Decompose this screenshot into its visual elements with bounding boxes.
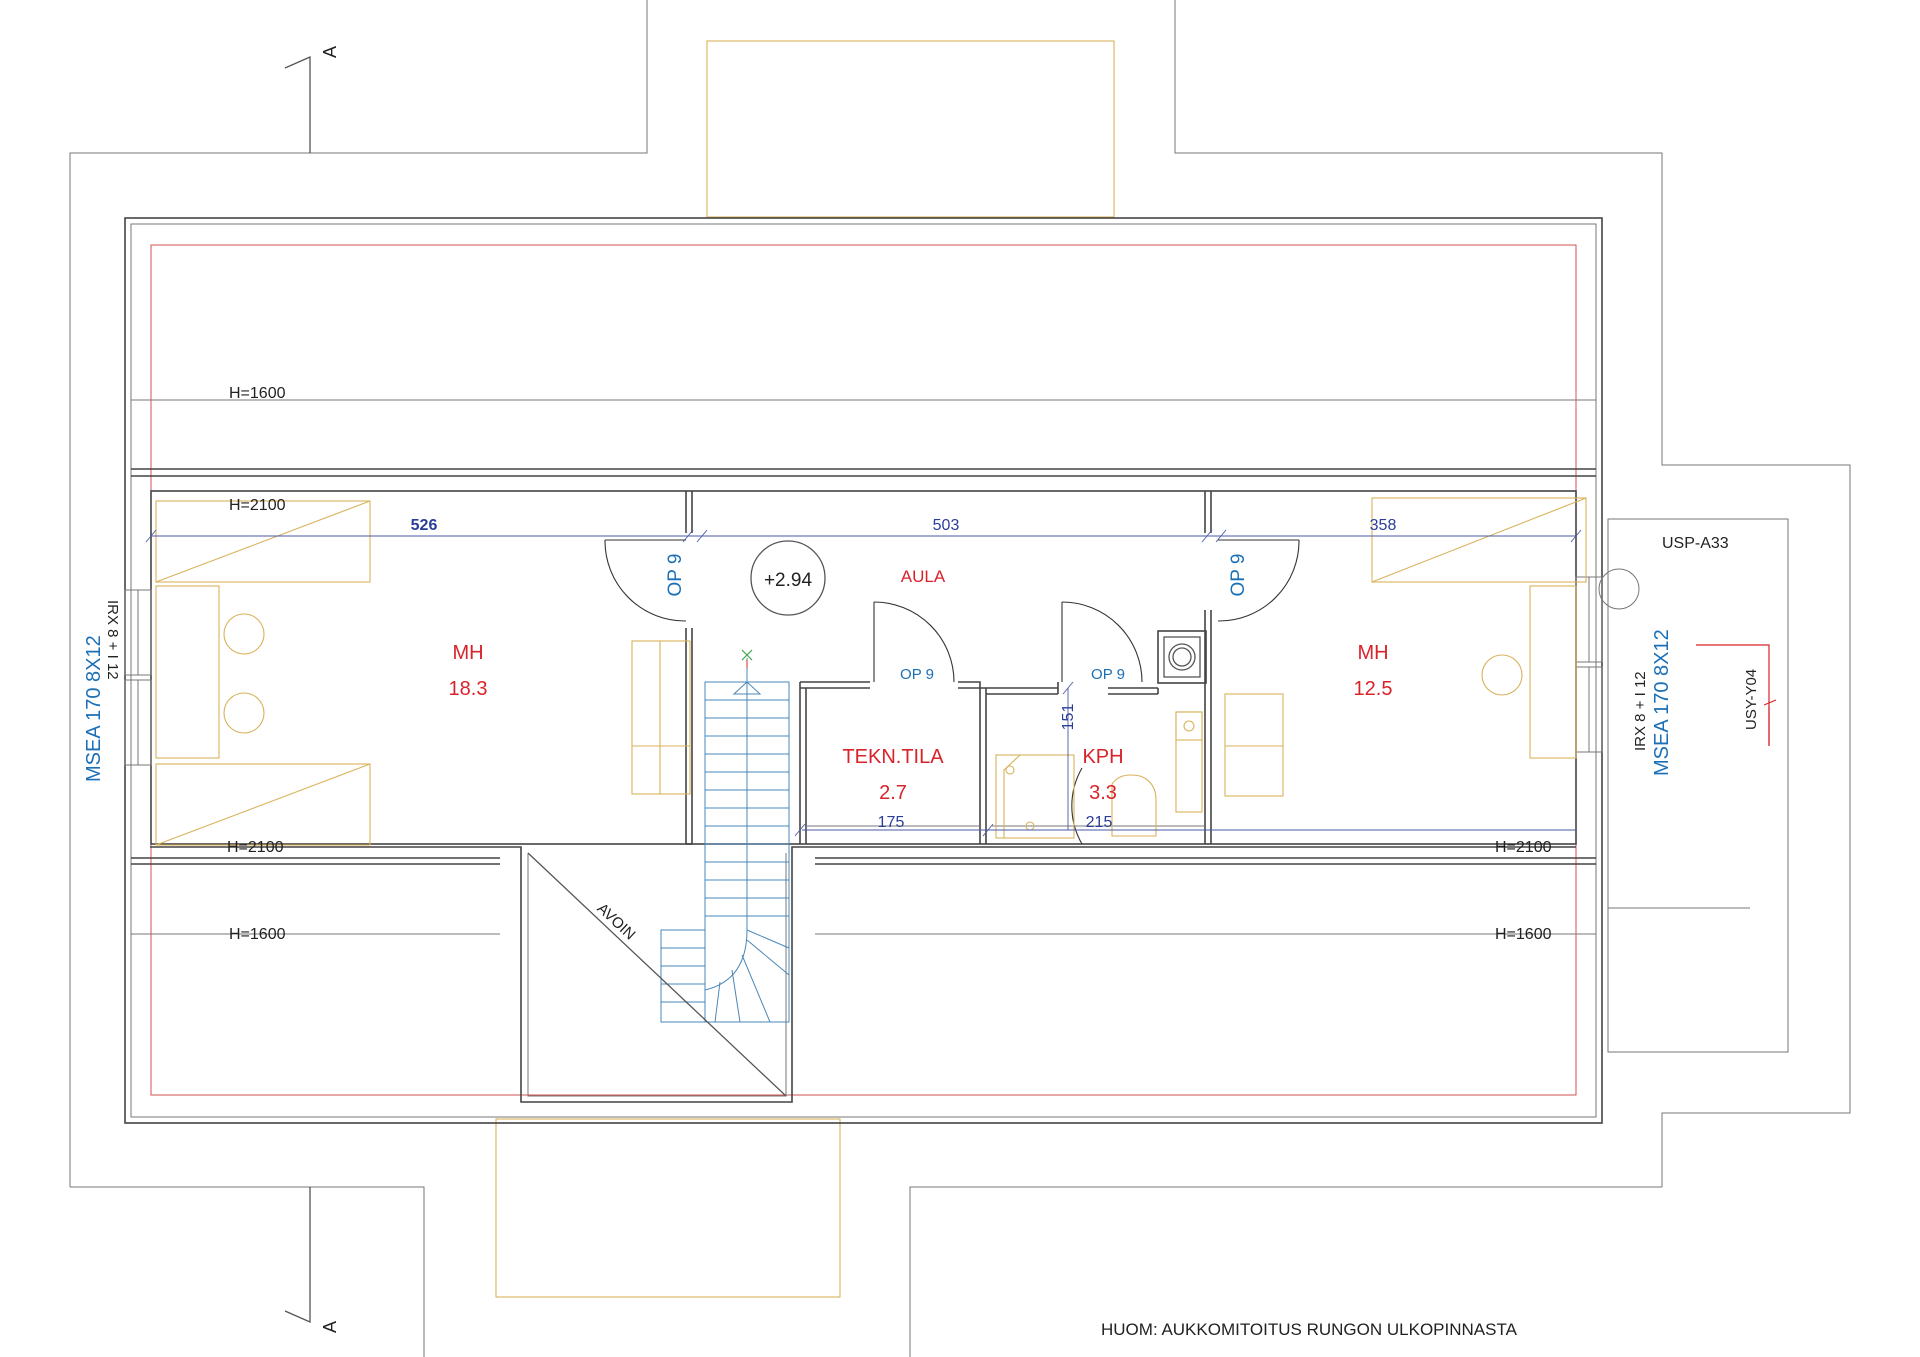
- dormer-bottom: [495, 1118, 841, 1298]
- height-1600-lower-left: H=1600: [229, 926, 286, 943]
- room-name-mh-right: MH: [1357, 642, 1388, 664]
- room-name-mh-left: MH: [452, 642, 483, 664]
- room-area-tekn-tila: 2.7: [879, 782, 907, 804]
- tag-usy: USY-Y04: [1743, 669, 1760, 730]
- height-lines: [131, 399, 1596, 935]
- dimension-151: 151: [1060, 704, 1077, 731]
- height-2100-lower-right: H=2100: [1495, 839, 1552, 856]
- stair: [660, 649, 790, 1023]
- chimney: [1157, 630, 1207, 684]
- opening-diagonal: [527, 852, 787, 1097]
- door-label-1: OP 9: [665, 554, 686, 597]
- level-circle: [750, 540, 826, 616]
- door-label-4: OP 9: [1091, 666, 1125, 683]
- dimension-503: 503: [933, 517, 960, 534]
- height-top-left: H=1600: [229, 385, 286, 402]
- windows: [124, 568, 1640, 766]
- wall-type-right: IRX 8 + I 12: [1632, 671, 1649, 751]
- insulation-right: MSEA 170 8X12: [1651, 629, 1673, 776]
- building-envelope: [124, 217, 1603, 1124]
- section-marker-top: A: [320, 46, 340, 58]
- doors: [604, 539, 1300, 845]
- room-area-mh-right: 12.5: [1354, 678, 1393, 700]
- furniture: [155, 497, 1587, 846]
- wall-type-left: IRX 8 + I 12: [104, 600, 121, 680]
- dimension-526: 526: [411, 517, 438, 534]
- height-1600-lower-right: H=1600: [1495, 926, 1552, 943]
- plan-note: HUOM: AUKKOMITOITUS RUNGON ULKOPINNASTA: [1101, 1320, 1518, 1339]
- room-name-kph: KPH: [1082, 746, 1123, 768]
- roof-outline: [69, 0, 1851, 1357]
- section-marker-graphics: [284, 56, 311, 1323]
- door-label-3: OP 9: [900, 666, 934, 683]
- section-marker-bottom: A: [320, 1321, 340, 1333]
- tag-usp: USP-A33: [1662, 535, 1729, 552]
- tag-graphics: [1696, 644, 1777, 746]
- dimension-358: 358: [1370, 517, 1397, 534]
- interior-walls: [150, 491, 1576, 1103]
- dormer-top: [706, 40, 1115, 218]
- dimension-lines: [145, 529, 1582, 837]
- room-area-mh-left: 18.3: [449, 678, 488, 700]
- room-name-aula: AULA: [901, 567, 946, 586]
- dimension-175: 175: [878, 814, 905, 831]
- room-area-kph: 3.3: [1089, 782, 1117, 804]
- room-name-tekn-tila: TEKN.TILA: [842, 746, 944, 768]
- height-2100-lower-left: H=2100: [227, 839, 284, 856]
- level-mark: +2.94: [764, 570, 813, 591]
- height-2100-upper-left: H=2100: [229, 497, 286, 514]
- insulation-left: MSEA 170 8X12: [83, 635, 105, 782]
- door-label-2: OP 9: [1228, 554, 1249, 597]
- dimension-215: 215: [1086, 814, 1113, 831]
